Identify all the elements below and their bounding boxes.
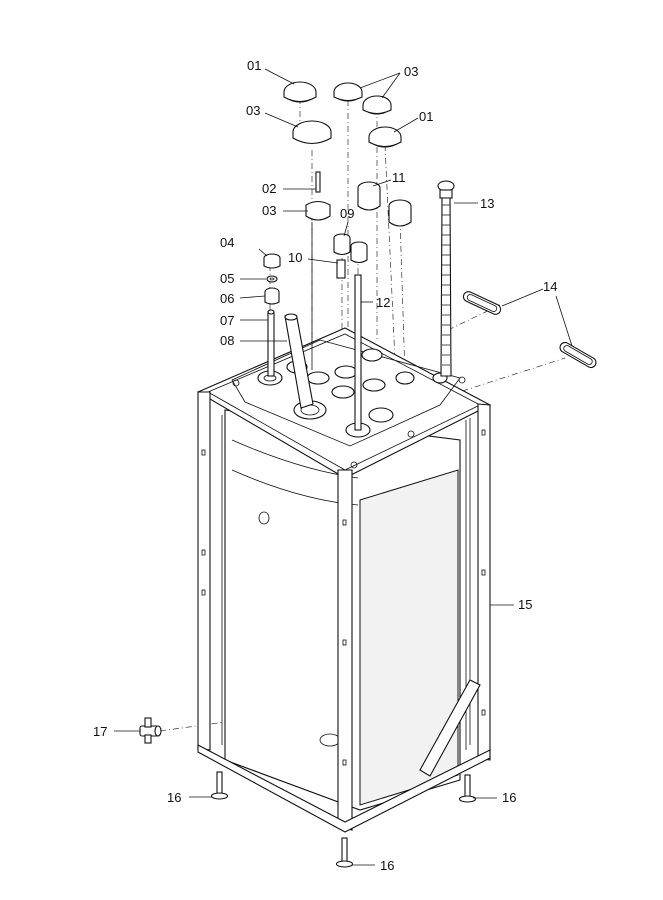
- callout-02: 02: [262, 181, 276, 196]
- plug-03: [305, 200, 331, 370]
- callout-17: 17: [93, 724, 107, 739]
- callout-10: 10: [288, 250, 302, 265]
- drain-valve-17: [139, 717, 162, 744]
- nut-06: [264, 287, 280, 305]
- cap-03-top-right: [333, 82, 363, 102]
- tube-10: [336, 259, 346, 279]
- fitting-11-b: [388, 199, 412, 227]
- tube-07: [267, 309, 275, 377]
- cap-03-mid-right: [362, 95, 392, 115]
- callout-16-front: 16: [380, 858, 394, 873]
- exploded-parts: [139, 81, 597, 868]
- flex-hose-13: [437, 180, 455, 377]
- cap-01-right: [368, 126, 402, 148]
- callout-08: 08: [220, 333, 234, 348]
- foot-16-right: [458, 774, 477, 803]
- fitting-09-b: [350, 241, 368, 264]
- anode-08: [284, 313, 314, 409]
- callout-04: 04: [220, 235, 234, 250]
- callout-05: 05: [220, 271, 234, 286]
- callout-15: 15: [518, 597, 532, 612]
- callout-09: 09: [340, 206, 354, 221]
- frame-assembly: [196, 327, 492, 833]
- frame-holes: [201, 429, 486, 766]
- callout-16-left: 16: [167, 790, 181, 805]
- washer-05: [266, 275, 278, 283]
- callout-06: 06: [220, 291, 234, 306]
- gasket-14-a: [462, 291, 502, 315]
- callout-16-right: 16: [502, 790, 516, 805]
- foot-16-left: [210, 771, 229, 800]
- foot-16-front: [335, 837, 354, 868]
- callout-11: 11: [392, 170, 406, 185]
- callout-13: 13: [480, 196, 494, 211]
- callout-12: 12: [376, 295, 390, 310]
- cap-03-large: [292, 120, 332, 145]
- callout-07: 07: [220, 313, 234, 328]
- callout-labels: 01 03 03 01 02 03 11 13 09 04 10 05 06 1…: [93, 58, 557, 873]
- callout-03-plug: 03: [262, 203, 276, 218]
- cap-01-left: [283, 81, 317, 103]
- cap-04: [263, 253, 281, 269]
- callout-03-top-right: 03: [404, 64, 418, 79]
- rod-12: [354, 274, 362, 431]
- callout-14: 14: [543, 279, 557, 294]
- callout-01-right: 01: [419, 109, 433, 124]
- fitting-09-a: [333, 233, 351, 256]
- callout-03-left: 03: [246, 103, 260, 118]
- fitting-11-a: [357, 181, 381, 211]
- gasket-14-b: [559, 341, 597, 369]
- sensor-02: [315, 171, 321, 193]
- leader-lines: [114, 68, 573, 866]
- callout-01-top-left: 01: [247, 58, 261, 73]
